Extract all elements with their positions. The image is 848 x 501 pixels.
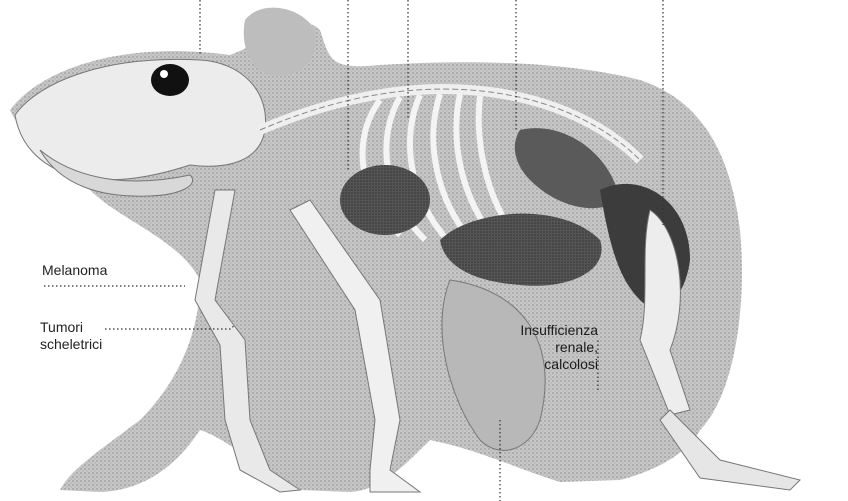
eye-highlight <box>160 70 168 78</box>
label-renale-line2: renale, <box>480 339 598 356</box>
label-renale-line1: Insufficienza <box>480 322 598 339</box>
label-renale-line3: calcolosi <box>480 356 598 373</box>
label-melanoma-text: Melanoma <box>42 262 107 279</box>
eye-icon <box>151 64 189 96</box>
label-tumori-line2: scheletrici <box>40 336 102 353</box>
label-insufficienza-renale: Insufficienza renale, calcolosi <box>480 322 598 373</box>
heart-organ <box>340 165 430 235</box>
label-tumori-scheletrici: Tumori scheletrici <box>40 319 102 353</box>
hind-foot-bone <box>660 410 800 490</box>
label-melanoma: Melanoma <box>42 262 107 279</box>
label-tumori-line1: Tumori <box>40 319 102 336</box>
